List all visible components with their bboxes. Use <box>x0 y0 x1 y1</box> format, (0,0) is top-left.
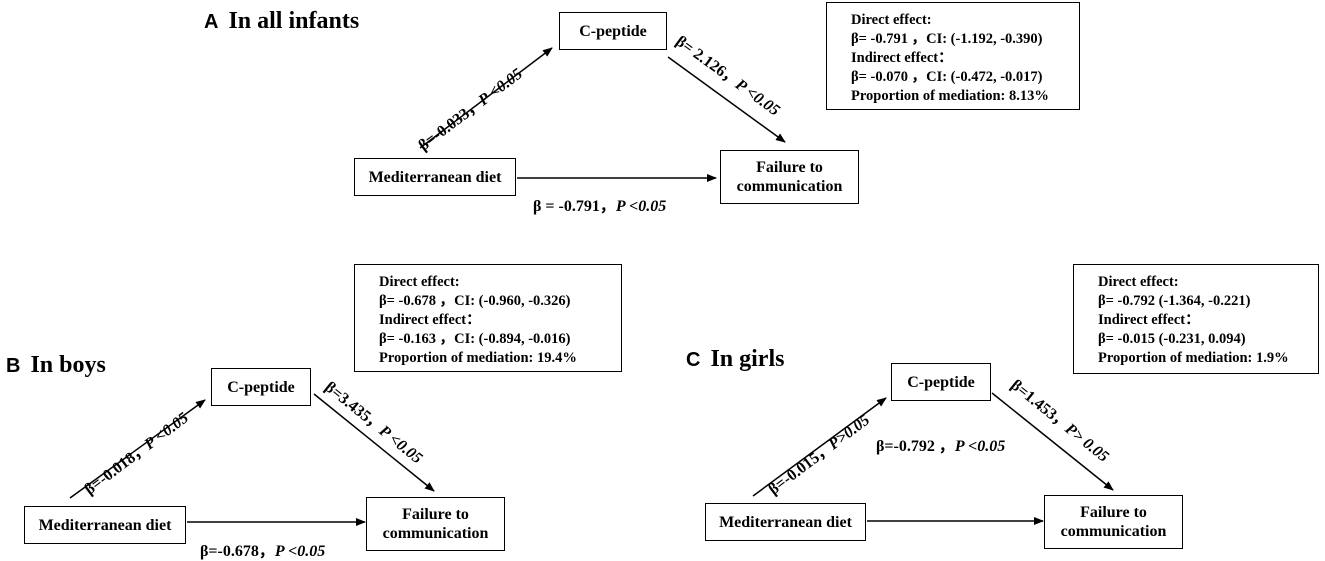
panel-a-exposure-box: Mediterranean diet <box>354 158 516 196</box>
panel-b-path-c-label: β=-0.678，P <0.05 <box>200 537 325 561</box>
panel-b-proportion: Proportion of mediation: 19.4% <box>379 350 577 366</box>
panel-b-mediator-label: C-peptide <box>227 378 295 396</box>
panel-b-path-c-beta: β=-0.678， <box>200 543 275 560</box>
panel-c-path-c-p: P <0.05 <box>954 438 1006 455</box>
panel-a-path-c-p: P <0.05 <box>615 198 667 215</box>
panel-a-mediator-label: C-peptide <box>579 22 647 40</box>
panel-a-outcome-line2: communication <box>736 178 843 195</box>
panel-a-title-text: In all infants <box>228 8 360 34</box>
panel-b-title-text: In boys <box>30 352 106 378</box>
panel-c-title: C In girls <box>686 346 784 373</box>
arrow-c-diet-to-cpeptide <box>752 397 887 497</box>
panel-a-indirect-value: β= -0.070 ，CI: (-0.472, -0.017) <box>851 69 1043 85</box>
panel-c-indirect-heading: Indirect effect： <box>1098 312 1200 328</box>
panel-a-mediator-box: C-peptide <box>559 12 667 50</box>
panel-b-outcome-box: Failure to communication <box>366 497 505 551</box>
panel-a-letter: A <box>204 11 219 33</box>
panel-c-proportion: Proportion of mediation: 1.9% <box>1098 350 1289 366</box>
panel-a-proportion: Proportion of mediation: 8.13% <box>851 88 1049 104</box>
panel-b-path-c-p: P <0.05 <box>274 543 326 560</box>
panel-a-indirect-heading: Indirect effect： <box>851 50 953 66</box>
panel-a-title: A In all infants <box>204 8 359 35</box>
panel-c-exposure-label: Mediterranean diet <box>719 513 852 531</box>
arrow-a-cpeptide-to-outcome <box>667 56 786 143</box>
panel-b-indirect-heading: Indirect effect： <box>379 312 481 328</box>
panel-c-direct-value: β= -0.792 (-1.364, -0.221) <box>1098 293 1251 309</box>
panel-b-outcome-line2: communication <box>382 525 489 542</box>
panel-a-path-c-beta: β = -0.791， <box>533 198 616 215</box>
panel-b-indirect-value: β= -0.163 ，CI: (-0.894, -0.016) <box>379 331 571 347</box>
panel-a-direct-heading: Direct effect: <box>851 12 932 28</box>
panel-c-effects-box: Direct effect: β= -0.792 (-1.364, -0.221… <box>1073 264 1319 374</box>
arrow-b-diet-to-cpeptide <box>69 399 206 499</box>
panel-c-outcome-line1: Failure to <box>1080 504 1147 521</box>
panel-c-title-text: In girls <box>710 346 785 372</box>
panel-b-direct-heading: Direct effect: <box>379 274 460 290</box>
panel-c-mediator-box: C-peptide <box>891 363 991 401</box>
panel-c-indirect-value: β= -0.015 (-0.231, 0.094) <box>1098 331 1246 347</box>
panel-c-path-c-beta: β=-0.792 ， <box>876 438 955 455</box>
panel-b-exposure-box: Mediterranean diet <box>24 506 186 544</box>
panel-a-exposure-label: Mediterranean diet <box>368 168 502 186</box>
arrow-a-diet-to-cpeptide <box>419 47 553 149</box>
panel-c-exposure-box: Mediterranean diet <box>705 503 866 541</box>
panel-c-outcome-line2: communication <box>1060 523 1167 540</box>
panel-b-title: B In boys <box>6 352 106 379</box>
panel-b-effects-box: Direct effect: β= -0.678 ，CI: (-0.960, -… <box>354 264 622 372</box>
panel-b-mediator-box: C-peptide <box>211 368 311 406</box>
panel-c-direct-heading: Direct effect: <box>1098 274 1179 290</box>
panel-c-mediator-label: C-peptide <box>907 373 975 391</box>
panel-a-direct-value: β= -0.791 ，CI: (-1.192, -0.390) <box>851 31 1043 47</box>
panel-b-outcome-line1: Failure to <box>402 506 469 523</box>
panel-b-exposure-label: Mediterranean diet <box>38 516 172 534</box>
panel-c-outcome-box: Failure to communication <box>1044 495 1183 549</box>
panel-c-letter: C <box>686 349 701 371</box>
panel-b-direct-value: β= -0.678 ，CI: (-0.960, -0.326) <box>379 293 571 309</box>
arrow-b-cpeptide-to-outcome <box>313 393 435 492</box>
panel-b-letter: B <box>6 355 21 377</box>
panel-c-path-c-label: β=-0.792 ，P <0.05 <box>876 432 1005 456</box>
panel-a-effects-box: Direct effect: β= -0.791 ，CI: (-1.192, -… <box>826 2 1080 110</box>
arrow-c-cpeptide-to-outcome <box>991 392 1114 491</box>
panel-a-outcome-line1: Failure to <box>756 159 823 176</box>
panel-a-path-c-label: β = -0.791，P <0.05 <box>533 192 666 216</box>
panel-a-outcome-box: Failure to communication <box>720 150 859 204</box>
